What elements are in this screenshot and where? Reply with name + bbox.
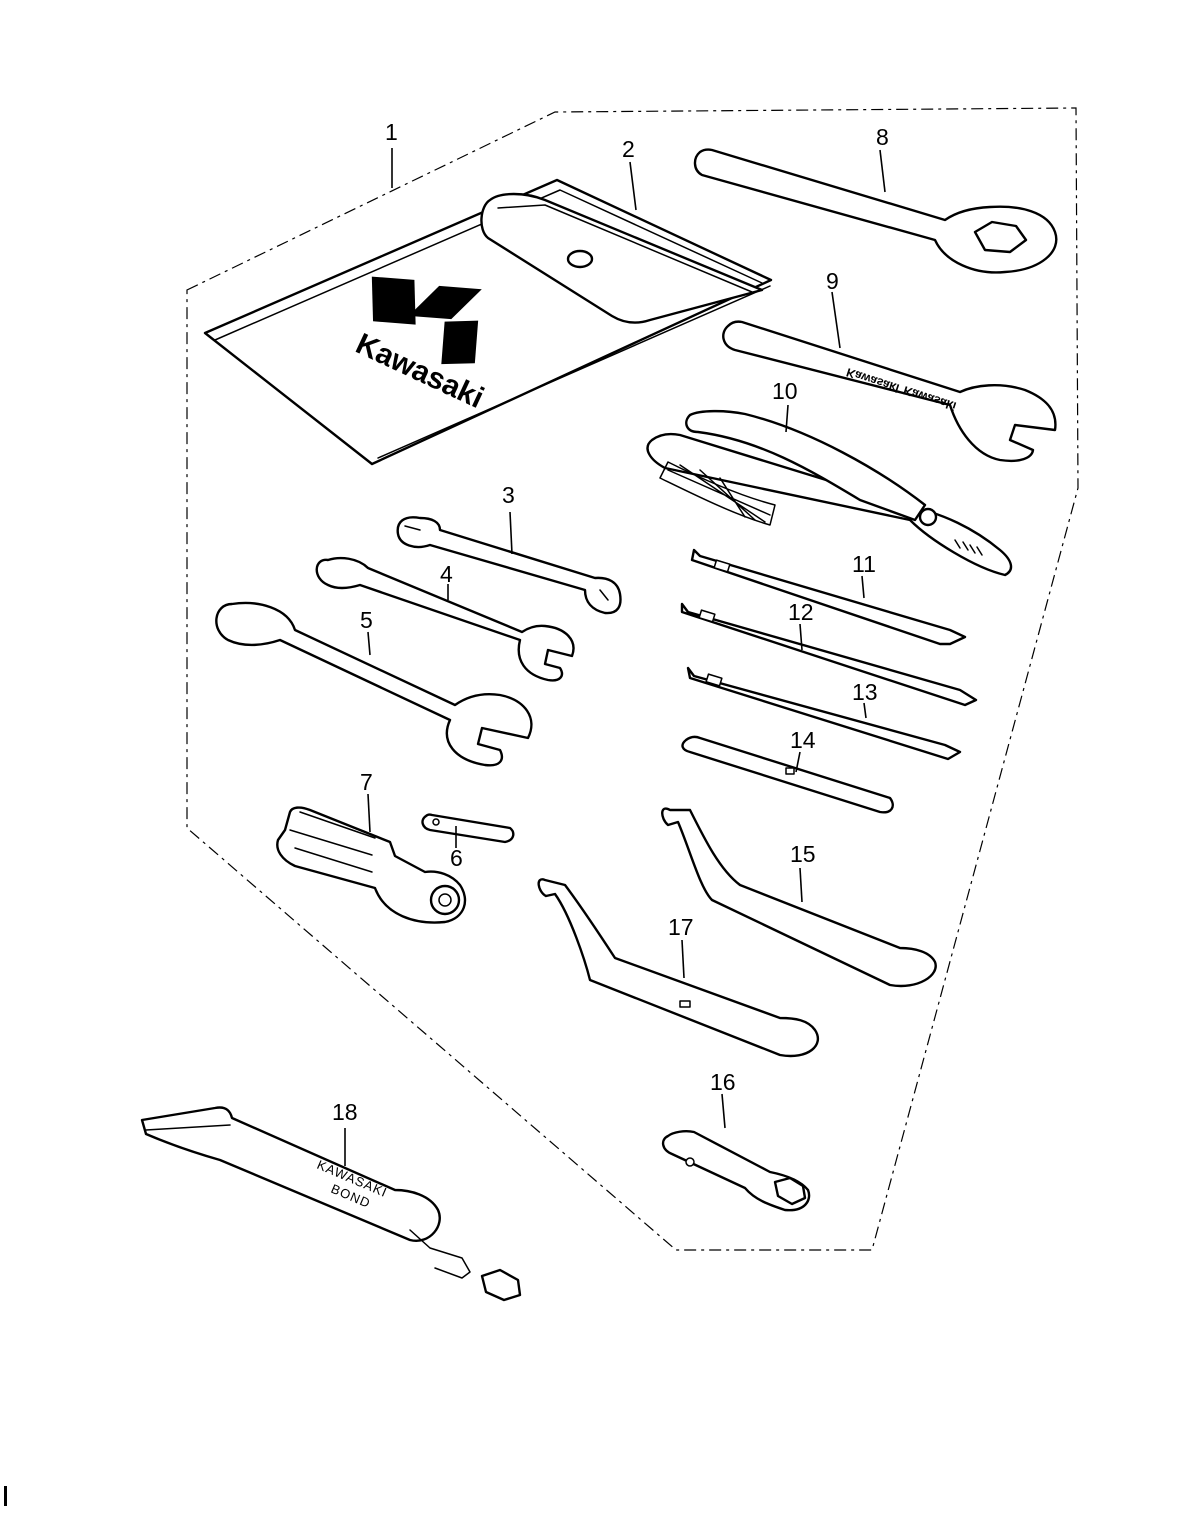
screwdriver-icon (690, 548, 967, 646)
open-end-wrench-icon (396, 516, 622, 615)
kit-boundary (186, 107, 1079, 1251)
spark-plug-wrench-icon (661, 1130, 811, 1212)
pliers-icon (646, 409, 1013, 577)
flat-key-icon (681, 735, 894, 814)
callout-9: 9 (826, 268, 839, 294)
callout-18: 18 (332, 1099, 358, 1125)
callout-1: 1 (385, 119, 398, 145)
bond-tube-icon: KAWASAKI BOND (140, 1106, 522, 1302)
callout-17: 17 (668, 914, 694, 940)
callout-8: 8 (876, 124, 889, 150)
screwdriver-icon (680, 602, 978, 707)
edge-mark (4, 1486, 7, 1506)
callout-10: 10 (772, 378, 798, 404)
callout-6: 6 (450, 845, 463, 871)
callout-2: 2 (622, 136, 635, 162)
callout-11: 11 (852, 551, 876, 577)
callout-16: 16 (710, 1069, 736, 1095)
callout-5: 5 (360, 607, 373, 633)
callout-4: 4 (440, 561, 453, 587)
callout-14: 14 (790, 727, 816, 753)
open-end-wrench-icon (215, 601, 533, 767)
callout-3: 3 (502, 482, 515, 508)
snap-button (566, 249, 594, 269)
ring-wrench-icon (693, 148, 1058, 274)
callout-12: 12 (788, 599, 814, 625)
callout-7: 7 (360, 769, 373, 795)
screwdriver-icon (686, 666, 962, 761)
socket-handle-icon (276, 806, 467, 924)
tool-bag-icon: Kawasaki (203, 178, 773, 466)
callout-13: 13 (852, 679, 878, 705)
hook-wrench-icon (537, 878, 820, 1058)
hook-wrench-icon (661, 807, 937, 988)
callout-15: 15 (790, 841, 816, 867)
open-end-wrench-icon (315, 556, 575, 682)
socket-handle-icon (421, 813, 515, 844)
